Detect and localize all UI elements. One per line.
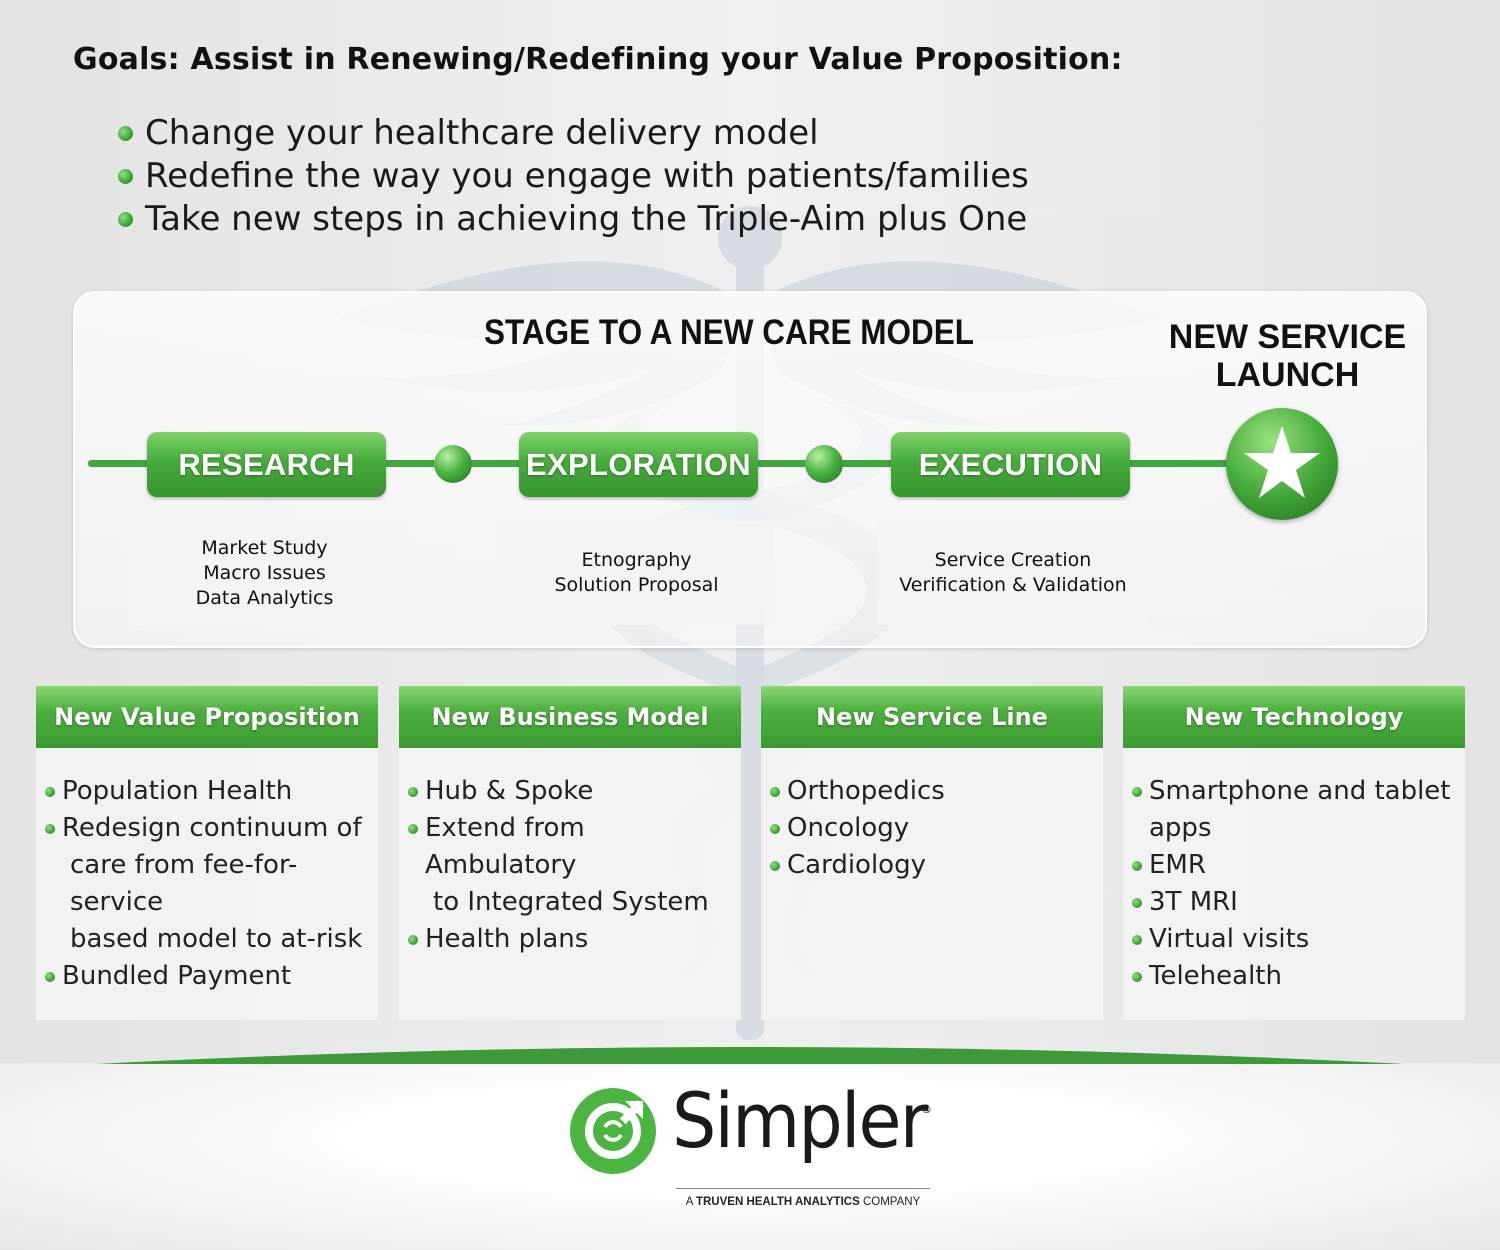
goal-item: Take new steps in achieving the Triple-A… (118, 198, 1029, 241)
bullet-icon (118, 126, 133, 141)
card-header: New Technology (1123, 686, 1465, 748)
list-item: Oncology (770, 810, 1103, 847)
bullet-icon (408, 824, 418, 834)
bullet-icon (408, 787, 418, 797)
logo-divider (676, 1188, 930, 1189)
list-item: Redesign continuum of care from fee-for-… (45, 810, 378, 958)
goal-item: Redefine the way you engage with patient… (118, 155, 1029, 198)
footer-arc (95, 1047, 1405, 1064)
card-list: Hub & Spoke Extend from Ambulatory to In… (399, 748, 741, 958)
launch-label: NEW SERVICE LAUNCH (1168, 318, 1407, 394)
bullet-icon (1132, 898, 1142, 908)
launch-badge[interactable] (1226, 408, 1338, 520)
bullet-icon (770, 824, 780, 834)
bullet-icon (1132, 861, 1142, 871)
stage-exploration[interactable]: EXPLORATION (519, 432, 758, 497)
bullet-icon (770, 861, 780, 871)
card-service-line: New Service Line Orthopedics Oncology Ca… (761, 686, 1103, 1020)
card-list: Orthopedics Oncology Cardiology (761, 748, 1103, 884)
timeline-node (805, 445, 843, 483)
bullet-icon (1132, 787, 1142, 797)
brand-name: Simpler (672, 1076, 928, 1165)
card-header: New Value Proposition (36, 686, 378, 748)
stage-execution[interactable]: EXECUTION (891, 432, 1130, 497)
card-technology: New Technology Smartphone and tablet app… (1123, 686, 1465, 1020)
list-item: Virtual visits (1132, 921, 1465, 958)
bullet-icon (1132, 935, 1142, 945)
bullet-icon (408, 935, 418, 945)
stage-title: STAGE TO A NEW CARE MODEL (484, 313, 975, 352)
card-business-model: New Business Model Hub & Spoke Extend fr… (399, 686, 741, 1020)
goals-title: Goals: Assist in Renewing/Redefining you… (73, 42, 1123, 77)
stage-research[interactable]: RESEARCH (147, 432, 386, 497)
list-item: 3T MRI (1132, 884, 1465, 921)
list-item: Telehealth (1132, 958, 1465, 995)
bullet-icon (118, 169, 133, 184)
star-icon (1244, 426, 1320, 498)
bullet-icon (45, 824, 55, 834)
list-item: Cardiology (770, 847, 1103, 884)
list-item: Bundled Payment (45, 958, 378, 995)
list-item: Hub & Spoke (408, 773, 741, 810)
list-item: Smartphone and tablet apps (1132, 773, 1465, 847)
brand-tagline: A TRUVEN HEALTH ANALYTICS COMPANY (685, 1196, 921, 1208)
bullet-icon (1132, 972, 1142, 982)
list-item: Orthopedics (770, 773, 1103, 810)
bullet-icon (45, 787, 55, 797)
list-item: EMR (1132, 847, 1465, 884)
card-list: Smartphone and tablet apps EMR 3T MRI Vi… (1123, 748, 1465, 995)
list-item: Population Health (45, 773, 378, 810)
card-value-proposition: New Value Proposition Population Health … (36, 686, 378, 1020)
card-header: New Business Model (399, 686, 741, 748)
bullet-icon (118, 212, 133, 227)
list-item: Health plans (408, 921, 741, 958)
bullet-icon (45, 972, 55, 982)
goals-list: Change your healthcare delivery model Re… (118, 112, 1029, 241)
card-list: Population Health Redesign continuum of … (36, 748, 378, 995)
registered-mark: ® (921, 1103, 932, 1116)
simpler-logo-icon (570, 1088, 656, 1174)
list-item: Extend from Ambulatory to Integrated Sys… (408, 810, 741, 921)
goal-item: Change your healthcare delivery model (118, 112, 1029, 155)
exploration-details: Etnography Solution Proposal (500, 521, 773, 625)
footer (0, 1063, 1500, 1250)
bullet-icon (770, 787, 780, 797)
timeline-node (434, 445, 472, 483)
research-details: Market Study Macro Issues Data Analytics (128, 521, 401, 625)
execution-details: Service Creation Verification & Validati… (877, 521, 1149, 625)
card-header: New Service Line (761, 686, 1103, 748)
